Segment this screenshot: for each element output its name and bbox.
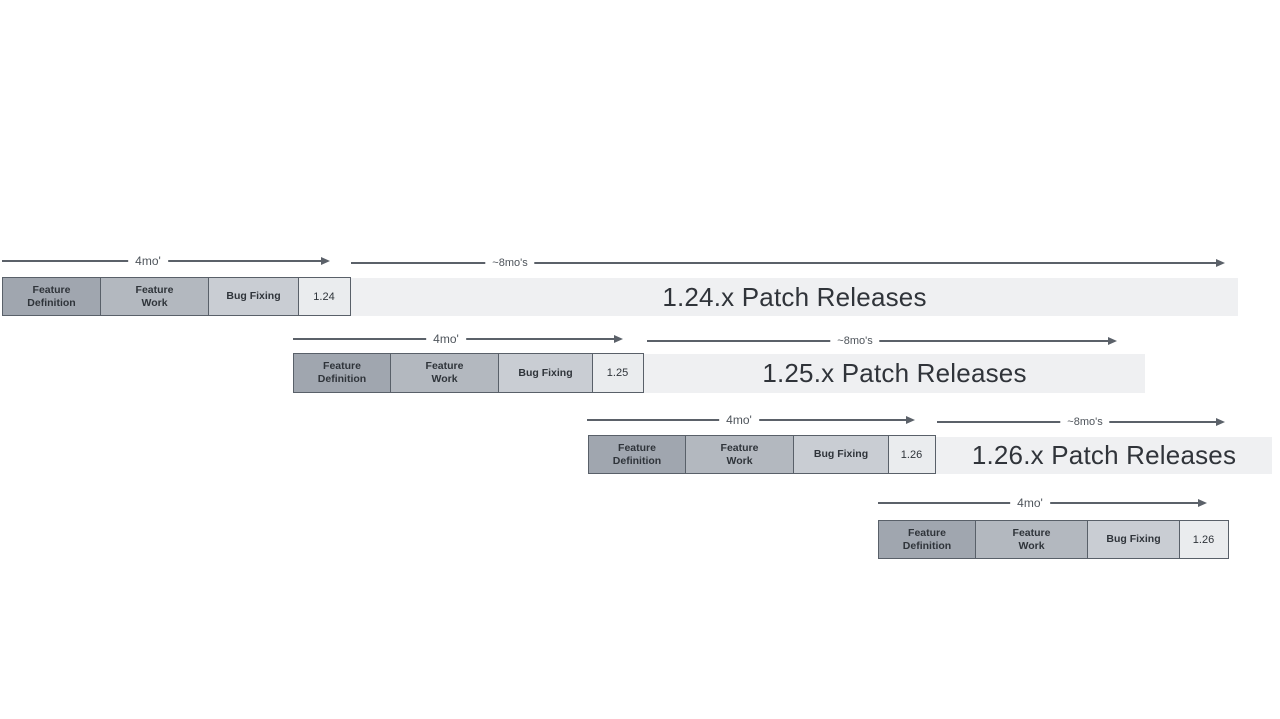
phase-label: Feature Definition — [902, 526, 952, 552]
cycle-duration-arrow: 4mo' — [878, 496, 1207, 510]
version-label: 1.26 — [900, 448, 923, 461]
phase-label: Feature Definition — [317, 360, 367, 385]
version-box: 1.25 — [591, 353, 644, 393]
patch-releases-label: 1.26.x Patch Releases — [971, 440, 1237, 470]
patch-releases-label: 1.25.x Patch Releases — [762, 358, 1027, 388]
cycle-duration-label: 4mo' — [128, 254, 168, 268]
phase-label: Feature Work — [425, 360, 464, 385]
version-box: 1.24 — [297, 277, 351, 316]
arrow-head-icon — [614, 334, 623, 343]
feature-definition-box: Feature Definition — [293, 353, 391, 393]
patch-releases-label: 1.24.x Patch Releases — [662, 281, 927, 312]
arrow-head-icon — [321, 256, 330, 265]
phase-label: Bug Fixing — [226, 290, 281, 303]
patch-duration-label: ~8mo's — [1060, 415, 1110, 429]
feature-work-box: Feature Work — [684, 435, 795, 474]
cycle-duration-label: 4mo' — [719, 413, 759, 427]
phase-label: Feature Work — [720, 441, 759, 467]
feature-definition-box: Feature Definition — [2, 277, 101, 316]
cycle-duration-label: 4mo' — [426, 332, 466, 346]
patch-duration-arrow: ~8mo's — [647, 334, 1117, 348]
phase-label: Bug Fixing — [1106, 533, 1161, 546]
arrow-head-icon — [1198, 498, 1207, 507]
phase-label: Feature Definition — [27, 283, 76, 309]
version-box: 1.26 — [1178, 520, 1229, 559]
phase-label: Bug Fixing — [518, 366, 573, 379]
feature-definition-box: Feature Definition — [588, 435, 686, 474]
version-label: 1.24 — [313, 290, 335, 303]
bug-fixing-box: Bug Fixing — [793, 435, 889, 474]
cycle-duration-arrow: 4mo' — [293, 332, 623, 346]
bug-fixing-box: Bug Fixing — [1087, 520, 1180, 559]
bug-fixing-box: Bug Fixing — [208, 277, 299, 316]
patch-duration-arrow: ~8mo's — [937, 415, 1225, 429]
patch-duration-arrow: ~8mo's — [351, 256, 1225, 270]
cycle-duration-label: 4mo' — [1010, 496, 1050, 510]
patch-duration-label: ~8mo's — [485, 256, 535, 270]
phase-label: Feature Work — [135, 283, 174, 309]
feature-definition-box: Feature Definition — [878, 520, 976, 559]
feature-work-box: Feature Work — [99, 277, 210, 316]
patch-duration-label: ~8mo's — [830, 334, 880, 348]
arrow-head-icon — [1216, 258, 1225, 267]
arrow-head-icon — [906, 415, 915, 424]
cycle-duration-arrow: 4mo' — [587, 413, 915, 427]
bug-fixing-box: Bug Fixing — [498, 353, 593, 393]
version-label: 1.26 — [1192, 533, 1215, 546]
cycle-duration-arrow: 4mo' — [2, 254, 330, 268]
arrow-shaft — [351, 262, 1218, 264]
feature-work-box: Feature Work — [974, 520, 1089, 559]
version-box: 1.26 — [887, 435, 936, 474]
version-label: 1.25 — [606, 367, 629, 379]
arrow-head-icon — [1108, 336, 1117, 345]
feature-work-box: Feature Work — [389, 353, 500, 393]
patch-releases-bar: 1.26.x Patch Releases — [936, 437, 1272, 474]
patch-releases-bar: 1.25.x Patch Releases — [644, 354, 1145, 393]
arrow-head-icon — [1216, 417, 1225, 426]
phase-label: Feature Work — [1012, 526, 1051, 552]
phase-label: Feature Definition — [612, 441, 662, 467]
phase-label: Bug Fixing — [813, 448, 869, 461]
patch-releases-bar: 1.24.x Patch Releases — [351, 278, 1238, 316]
